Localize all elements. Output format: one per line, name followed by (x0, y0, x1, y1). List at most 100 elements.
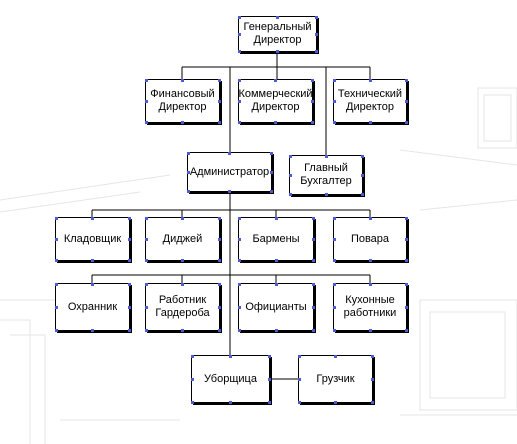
selection-handle[interactable] (360, 173, 364, 177)
selection-handle[interactable] (186, 189, 190, 193)
node-chief-accountant[interactable]: Главный Бухгалтер (288, 154, 364, 196)
node-cloakroom-worker[interactable]: Работник Гардероба (144, 282, 221, 332)
selection-handle[interactable] (144, 237, 148, 241)
selection-handle[interactable] (368, 120, 372, 124)
selection-handle[interactable] (276, 15, 279, 19)
selection-handle[interactable] (144, 216, 148, 220)
selection-handle[interactable] (237, 32, 241, 36)
selection-handle[interactable] (288, 173, 292, 177)
node-dj[interactable]: Диджей (144, 216, 221, 262)
selection-handle[interactable] (404, 237, 408, 241)
selection-handle[interactable] (190, 354, 194, 358)
selection-handle[interactable] (360, 192, 364, 196)
selection-handle[interactable] (217, 120, 221, 124)
selection-handle[interactable] (332, 282, 336, 286)
selection-handle[interactable] (370, 400, 374, 404)
selection-handle[interactable] (217, 328, 221, 332)
selection-handle[interactable] (311, 216, 315, 220)
selection-handle[interactable] (274, 328, 278, 332)
selection-handle[interactable] (237, 328, 241, 332)
selection-handle[interactable] (217, 237, 221, 241)
selection-handle[interactable] (144, 78, 148, 82)
selection-handle[interactable] (54, 328, 58, 332)
selection-handle[interactable] (181, 216, 184, 220)
selection-handle[interactable] (144, 305, 148, 309)
selection-handle[interactable] (314, 32, 318, 36)
selection-handle[interactable] (310, 78, 314, 82)
selection-handle[interactable] (334, 400, 337, 404)
selection-handle[interactable] (217, 216, 221, 220)
selection-handle[interactable] (267, 377, 271, 381)
selection-handle[interactable] (127, 237, 131, 241)
selection-handle[interactable] (297, 377, 301, 381)
selection-handle[interactable] (332, 305, 336, 309)
selection-handle[interactable] (314, 49, 318, 53)
selection-handle[interactable] (217, 78, 221, 82)
selection-handle[interactable] (274, 120, 277, 124)
selection-handle[interactable] (332, 237, 336, 241)
selection-handle[interactable] (144, 328, 148, 332)
selection-handle[interactable] (370, 354, 374, 358)
node-technical-director[interactable]: Технический Директор (332, 78, 408, 124)
selection-handle[interactable] (237, 282, 241, 286)
selection-handle[interactable] (311, 328, 315, 332)
selection-handle[interactable] (237, 237, 241, 241)
selection-handle[interactable] (91, 282, 94, 286)
selection-handle[interactable] (310, 120, 314, 124)
selection-handle[interactable] (370, 377, 374, 381)
selection-handle[interactable] (332, 99, 336, 103)
selection-handle[interactable] (217, 305, 221, 309)
selection-handle[interactable] (269, 151, 273, 155)
selection-handle[interactable] (186, 170, 190, 174)
selection-handle[interactable] (368, 78, 372, 82)
selection-handle[interactable] (274, 282, 278, 286)
selection-handle[interactable] (237, 49, 241, 53)
node-financial-director[interactable]: Финансовый Директор (144, 78, 221, 124)
selection-handle[interactable] (237, 305, 241, 309)
node-kitchen-workers[interactable]: Кухонные работники (332, 282, 408, 332)
selection-handle[interactable] (404, 305, 408, 309)
selection-handle[interactable] (404, 258, 408, 262)
selection-handle[interactable] (127, 258, 131, 262)
node-cleaner[interactable]: Уборщица (190, 354, 271, 404)
selection-handle[interactable] (311, 237, 315, 241)
selection-handle[interactable] (311, 305, 315, 309)
selection-handle[interactable] (144, 282, 148, 286)
selection-handle[interactable] (404, 216, 408, 220)
node-general-director[interactable]: Генеральный Директор (237, 15, 318, 53)
selection-handle[interactable] (228, 189, 231, 193)
selection-handle[interactable] (310, 99, 314, 103)
selection-handle[interactable] (311, 258, 315, 262)
selection-handle[interactable] (274, 78, 277, 82)
selection-handle[interactable] (91, 216, 94, 220)
selection-handle[interactable] (311, 282, 315, 286)
selection-handle[interactable] (269, 170, 273, 174)
selection-handle[interactable] (144, 99, 148, 103)
selection-handle[interactable] (297, 400, 301, 404)
node-cooks[interactable]: Повара (332, 216, 408, 262)
selection-handle[interactable] (190, 400, 194, 404)
node-storekeeper[interactable]: Кладовщик (54, 216, 131, 262)
selection-handle[interactable] (217, 99, 221, 103)
selection-handle[interactable] (297, 354, 301, 358)
selection-handle[interactable] (54, 216, 58, 220)
selection-handle[interactable] (404, 78, 408, 82)
selection-handle[interactable] (229, 354, 232, 358)
selection-handle[interactable] (368, 216, 372, 220)
selection-handle[interactable] (324, 154, 328, 158)
selection-handle[interactable] (332, 258, 336, 262)
selection-handle[interactable] (229, 400, 232, 404)
selection-handle[interactable] (91, 328, 94, 332)
selection-handle[interactable] (324, 192, 328, 196)
selection-handle[interactable] (181, 328, 184, 332)
selection-handle[interactable] (54, 258, 58, 262)
selection-handle[interactable] (404, 99, 408, 103)
selection-handle[interactable] (144, 120, 148, 124)
selection-handle[interactable] (368, 328, 372, 332)
selection-handle[interactable] (288, 192, 292, 196)
selection-handle[interactable] (334, 354, 337, 358)
selection-handle[interactable] (360, 154, 364, 158)
selection-handle[interactable] (181, 120, 184, 124)
selection-handle[interactable] (181, 258, 184, 262)
node-barmen[interactable]: Бармены (237, 216, 315, 262)
